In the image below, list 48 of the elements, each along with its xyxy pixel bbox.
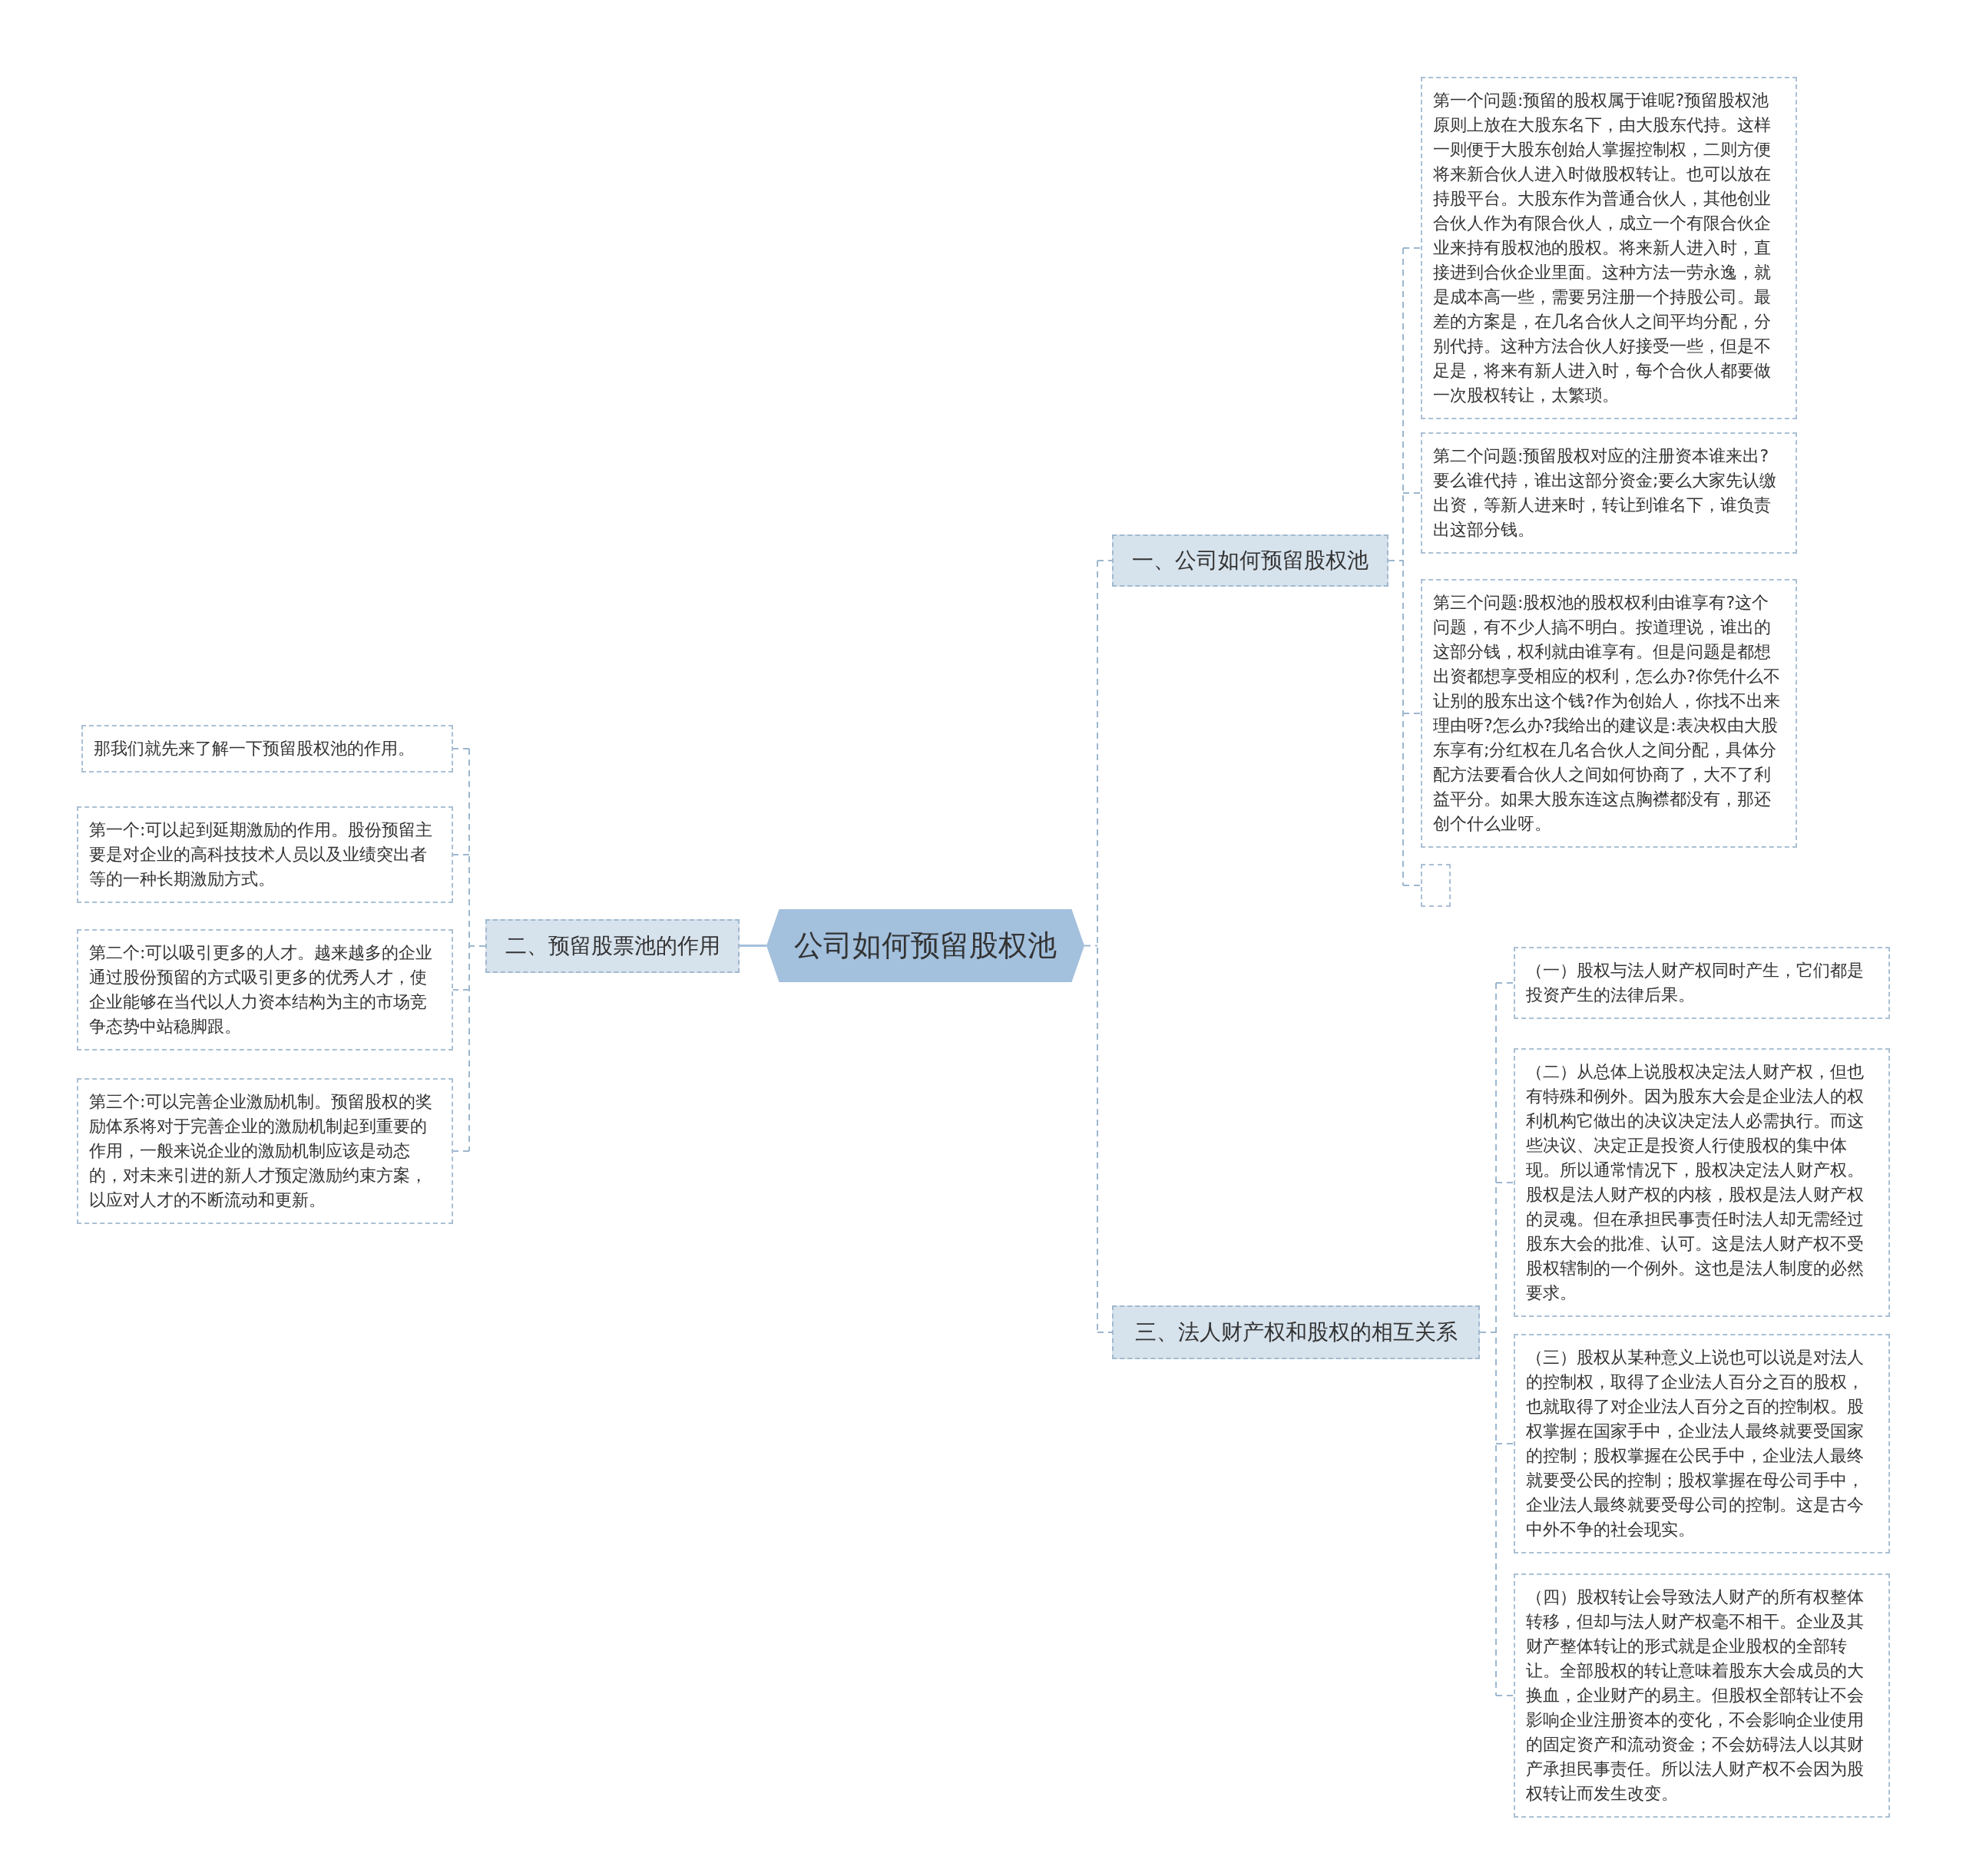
note-card xyxy=(1514,1573,1890,1818)
connector-line xyxy=(1495,1182,1514,1183)
note-card xyxy=(81,725,453,773)
branch-topic-text: 二、预留股票池的作用 xyxy=(505,932,720,960)
branch-topic xyxy=(1112,534,1388,587)
connector-line xyxy=(740,945,766,947)
note-card xyxy=(1421,579,1797,848)
note-text: 那我们就先来了解一下预留股权池的作用。 xyxy=(94,738,415,759)
branch-topic xyxy=(485,919,740,973)
note-text: 第一个:可以起到延期激励的作用。股份预留主要是对企业的高科技技术人员以及业绩突出者等的一种长期激励方式。 xyxy=(89,819,434,890)
note-card xyxy=(77,806,453,903)
note-text: 第三个问题:股权池的股权权利由谁享有?这个问题，有不少人搞不明白。按道理说，谁出的这部分钱，权利就由谁享有。但是问题是都想出资都想享受相应的权利，怎么办?你凭什么不让别的股东出这个钱?作为创始人，你找不出来理由呀?怎么办?我给出的建议是:表决权由大股东享有;分红权在几名合伙人之间分配，具体分配方法要看合伙人之间如何协商了，大不了利益平分。如果大股东连这点胸襟都没有，那还创个什么业呀。 xyxy=(1433,592,1781,835)
branch-topic-text: 三、法人财产权和股权的相互关系 xyxy=(1134,1318,1458,1346)
connector-line xyxy=(1495,1695,1514,1696)
connector-line xyxy=(468,748,486,1152)
connector-line xyxy=(1402,492,1422,494)
note-card xyxy=(1421,432,1797,554)
connector-line xyxy=(1479,982,1497,1696)
connector-line xyxy=(1097,1332,1113,1333)
branch-topic-text: 一、公司如何预留股权池 xyxy=(1132,547,1369,574)
note-text: （二）从总体上说股权决定法人财产权，但也有特殊和例外。因为股东大会是企业法人的权利机构它做出的决议决定法人必需执行。而这些决议、决定正是投资人行使股权的集中体现。所以通常情况下，股权决定法人财产权。股权是法人财产权的内核，股权是法人财产权的灵魂。但在承担民事责任时法人却无需经过股东大会的批准、认可。这是法人财产权不受股权辖制的一个例外。这也是法人制度的必然要求。 xyxy=(1526,1061,1865,1304)
connector-line xyxy=(452,748,470,749)
connector-line xyxy=(452,989,470,991)
note-text: （一）股权与法人财产权同时产生，它们都是投资产生的法律后果。 xyxy=(1526,960,1865,1006)
note-text: （四）股权转让会导致法人财产的所有权整体转移，但却与法人财产权毫不相干。企业及其财产整体转让的形式就是企业股权的全部转让。全部股权的转让意味着股东大会成员的大换血，企业财产的易主。但股权全部转让不会影响企业注册资本的变化，不会影响企业使用的固定资产和流动资金；不会妨碍法人以其财产承担民事责任。所以法人财产权不会因为股权转让而发生改变。 xyxy=(1526,1586,1865,1805)
central-topic-text: 公司如何预留股权池 xyxy=(794,928,1057,964)
connector-line xyxy=(1402,713,1422,714)
connector-line xyxy=(1495,1443,1514,1444)
note-text: 第一个问题:预留的股权属于谁呢?预留股权池原则上放在大股东名下，由大股东代持。这样一则便于大股东创始人掌握控制权，二则方便将来新合伙人进入时做股权转让。也可以放在持股平台。大股东作为普通合伙人，其他创业合伙人作为有限合伙人，成立一个有限合伙企业来持有股权池的股权。将来新人进入时，直接进到合伙企业里面。这种方法一劳永逸，就是成本高一些，需要另注册一个持股公司。最差的方案是，在几名合伙人之间平均分配，分别代持。这种方法合伙人好接受一些，但是不足是，将来有新人进入时，每个合伙人都要做一次股权转让，太繁琐。 xyxy=(1433,90,1772,406)
connector-line xyxy=(1495,982,1514,984)
note-text: （三）股权从某种意义上说也可以说是对法人的控制权，取得了企业法人百分之百的股权，也就取得了对企业法人百分之百的控制权。股权掌握在国家手中，企业法人最终就要受国家的控制；股权掌握在公民手中，企业法人最终就要受公民的控制；股权掌握在母公司手中，企业法人最终就要受母公司的控制。这是古今中外不争的社会现实。 xyxy=(1526,1347,1865,1540)
note-text: 第二个:可以吸引更多的人才。越来越多的企业通过股份预留的方式吸引更多的优秀人才，使企业能够在当代以人力资本结构为主的市场竞争态势中站稳脚跟。 xyxy=(89,942,434,1037)
note-card xyxy=(77,1078,453,1224)
note-card xyxy=(1514,1334,1890,1553)
note-text: 第二个问题:预留股权对应的注册资本谁来出?要么谁代持，谁出这部分资金;要么大家先认缴出资，等新人进来时，转让到谁名下，谁负责出这部分钱。 xyxy=(1433,445,1778,541)
note-card xyxy=(77,929,453,1050)
note-card xyxy=(1514,1048,1890,1317)
connector-line xyxy=(1402,885,1422,886)
note-text: 第三个:可以完善企业激励机制。预留股权的奖励体系将对于完善企业的激励机制起到重要的作用，一般来说企业的激励机制应该是动态的，对未来引进的新人才预定激励约束方案，以应对人才的不断流动和更新。 xyxy=(89,1091,434,1211)
empty-topic-box xyxy=(1421,864,1451,907)
connector-line xyxy=(452,1150,470,1152)
connector-line xyxy=(1388,247,1404,886)
note-card xyxy=(1421,77,1797,419)
connector-line xyxy=(1097,560,1113,561)
branch-topic xyxy=(1112,1305,1480,1359)
connector-line xyxy=(452,854,470,855)
connector-line xyxy=(1402,247,1422,249)
note-card xyxy=(1514,947,1890,1019)
